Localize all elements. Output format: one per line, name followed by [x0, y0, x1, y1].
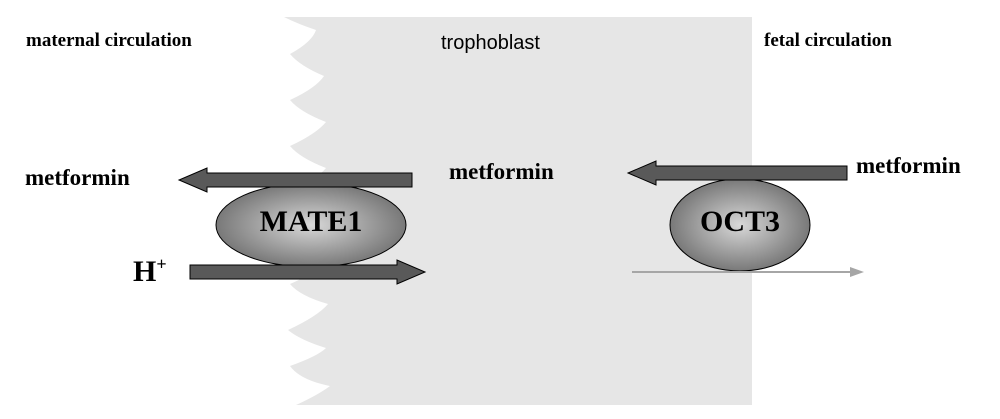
metformin-trophoblast-label: metformin: [449, 159, 554, 184]
trophoblast-region: [284, 17, 752, 405]
proton-arrow: [189, 259, 427, 285]
trophoblast-label: trophoblast: [441, 32, 540, 54]
metformin-fetal-label: metformin: [856, 153, 961, 178]
mate1-metformin-arrow: [177, 167, 413, 193]
oct3-faint-arrow-head: [850, 267, 864, 277]
oct3-label: OCT3: [699, 205, 780, 238]
maternal-circulation-label: maternal circulation: [26, 30, 192, 51]
proton-charge: +: [156, 254, 167, 274]
oct3-metformin-arrow: [626, 160, 848, 186]
fetal-circulation-label: fetal circulation: [764, 30, 892, 51]
proton-symbol: H: [133, 255, 157, 288]
proton-label: H+: [133, 255, 167, 289]
mate1-label: MATE1: [259, 205, 363, 238]
metformin-maternal-label: metformin: [25, 165, 130, 190]
